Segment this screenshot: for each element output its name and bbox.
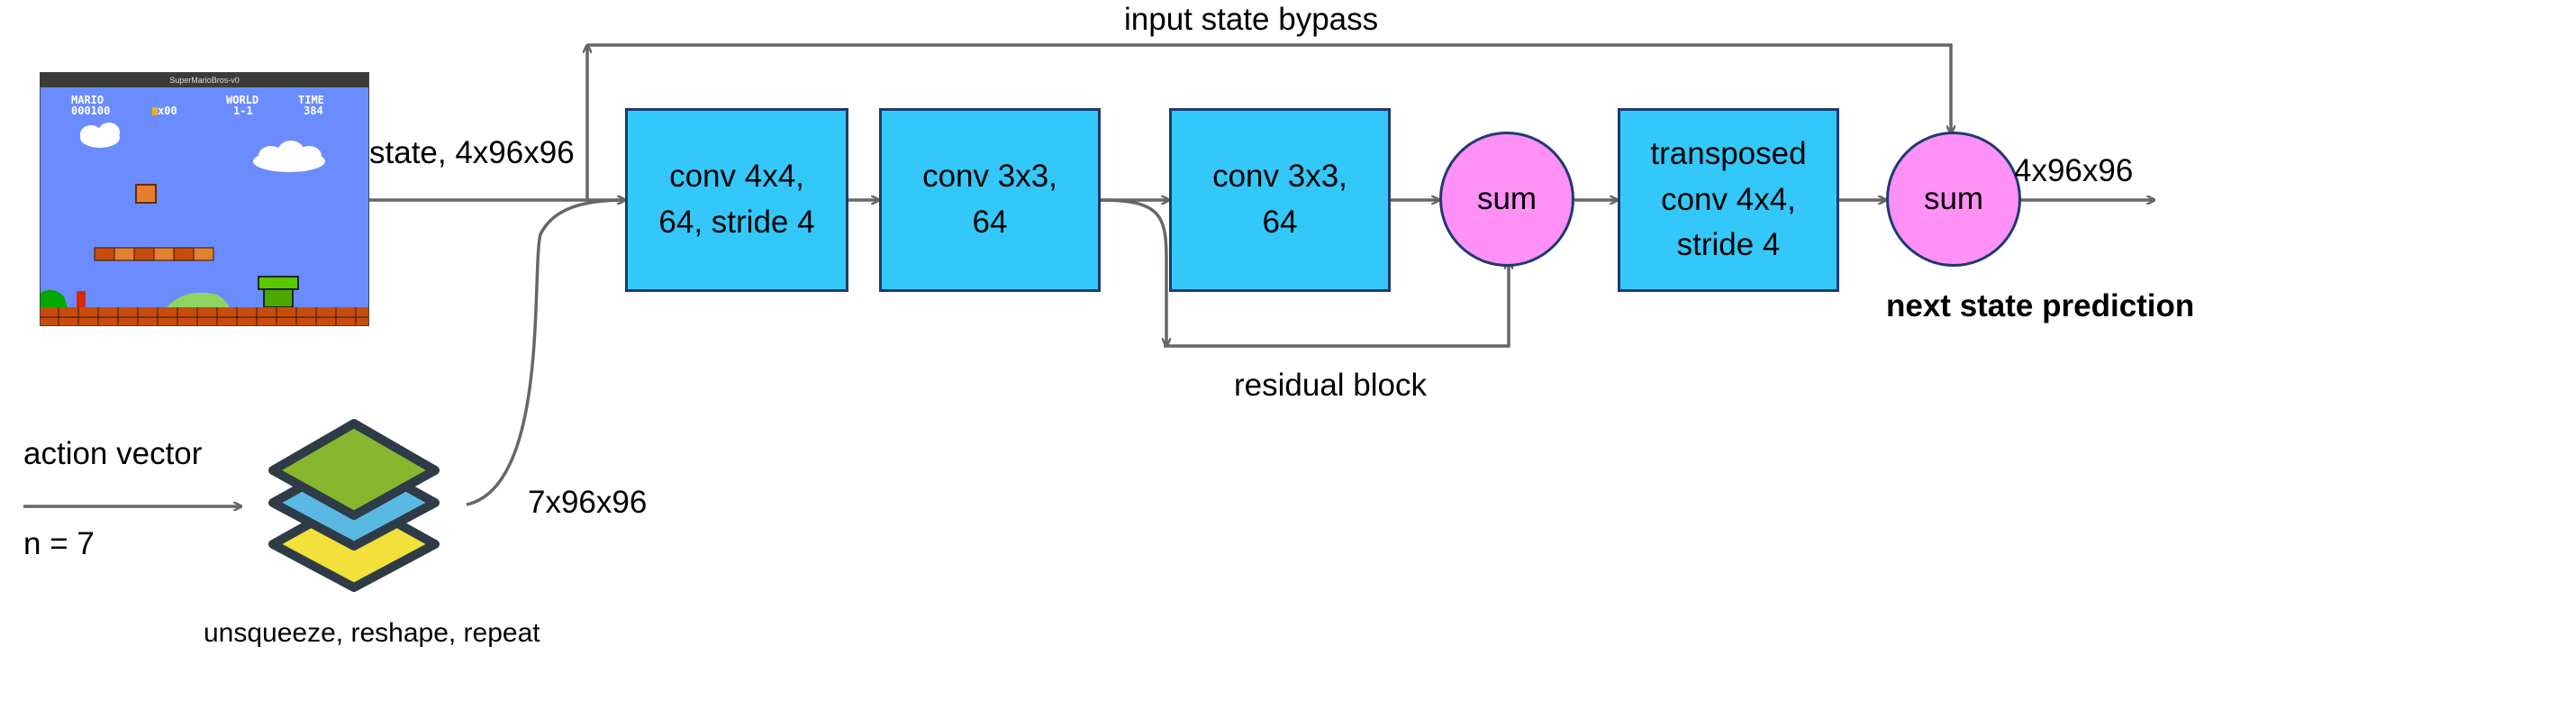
output-shape-label: 4x96x96 (2014, 153, 2134, 188)
sum1-node: sum (1439, 132, 1574, 267)
state-input-label: state, 4x96x96 (369, 135, 575, 170)
action-size-label: n = 7 (23, 526, 95, 561)
conv2-block: conv 3x3, 64 (879, 108, 1101, 292)
pipe-icon (258, 276, 299, 308)
transposed-conv-block: transposed conv 4x4, stride 4 (1618, 108, 1839, 292)
hud-time-value: 384 (304, 105, 323, 117)
next-state-prediction-label: next state prediction (1886, 288, 2195, 323)
question-block-icon (135, 184, 157, 204)
residual-block-label: residual block (1234, 368, 1427, 403)
unsqueeze-label: unsqueeze, reshape, repeat (204, 618, 540, 648)
conv1-block: conv 4x4, 64, stride 4 (625, 108, 848, 292)
layers-icon (268, 419, 440, 592)
action-vector-label: action vector (23, 436, 203, 471)
hud-coins: x00 (158, 105, 177, 117)
game-screenshot: SuperMarioBros-v0 MARIO 000100 x00 WORLD… (40, 72, 369, 326)
action-shape-label: 7x96x96 (528, 485, 648, 520)
conv3-block: conv 3x3, 64 (1169, 108, 1391, 292)
brick-row (94, 247, 214, 261)
sum2-node: sum (1886, 132, 2021, 267)
hud-time: TIME (298, 94, 324, 106)
mario-scene: MARIO 000100 x00 WORLD 1-1 TIME 384 (41, 87, 368, 325)
hud-level: 1-1 (233, 105, 253, 117)
input-state-bypass-label: input state bypass (1124, 2, 1379, 37)
window-titlebar: SuperMarioBros-v0 (41, 73, 368, 87)
cloud-icon (80, 123, 325, 172)
hud-mario: MARIO (71, 94, 104, 106)
hud-world: WORLD (226, 94, 259, 106)
mario-sprite (77, 291, 86, 307)
hud-score: 000100 (71, 105, 110, 117)
